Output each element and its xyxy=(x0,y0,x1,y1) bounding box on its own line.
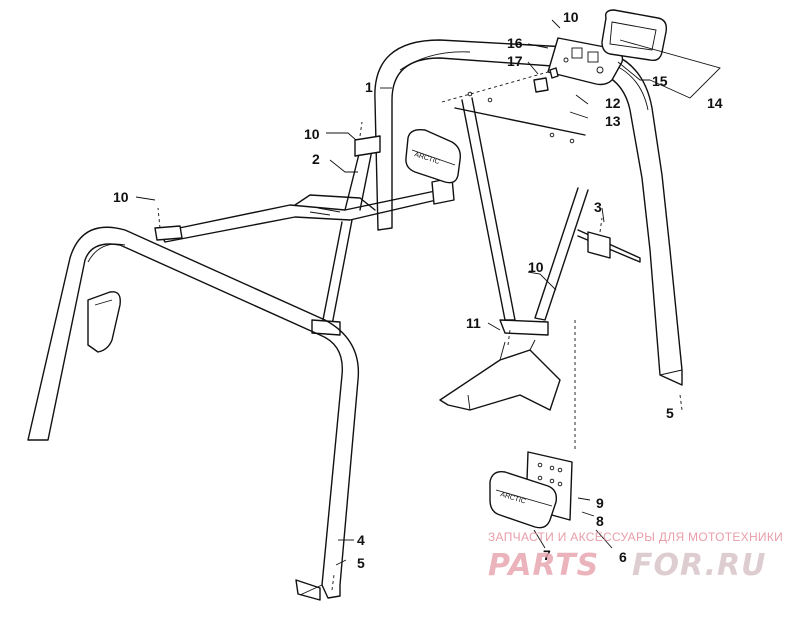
callout-10b: 10 xyxy=(113,189,129,205)
watermark: ЗАПЧАСТИ И АКСЕССУАРЫ ДЛЯ МОТОТЕХНИКИ PA… xyxy=(488,530,783,583)
floor-bracket xyxy=(439,339,561,411)
callout-6: 6 xyxy=(619,549,627,565)
callout-8: 8 xyxy=(596,513,604,529)
rear-roll-bar xyxy=(374,39,683,386)
leader-lines xyxy=(135,19,721,566)
callout-11: 11 xyxy=(466,315,481,331)
callout-14: 14 xyxy=(707,95,723,111)
front-brace xyxy=(154,135,455,336)
callout-3: 3 xyxy=(594,199,602,215)
callout-7: 7 xyxy=(543,547,551,563)
callout-5a: 5 xyxy=(357,555,365,571)
watermark-tagline: ЗАПЧАСТИ И АКСЕССУАРЫ ДЛЯ МОТОТЕХНИКИ xyxy=(488,530,783,544)
callout-5b: 5 xyxy=(666,405,674,421)
callout-10a: 10 xyxy=(304,126,320,142)
guide-lines xyxy=(157,71,683,591)
front-roll-bar xyxy=(27,226,360,601)
callout-4: 4 xyxy=(357,532,365,548)
lower-taillight-assembly: ARCTIC xyxy=(489,451,573,529)
callout-10c: 10 xyxy=(528,259,544,275)
callout-12: 12 xyxy=(605,95,621,111)
callout-15: 15 xyxy=(652,73,668,89)
watermark-logo-right: FOR.RU xyxy=(632,548,767,583)
watermark-logo-left: PARTS xyxy=(488,548,599,583)
callout-9: 9 xyxy=(596,495,604,511)
callout-17: 17 xyxy=(507,53,523,69)
callout-labels: 1 2 3 4 5 5 6 7 8 9 10 10 10 10 11 12 13… xyxy=(113,9,723,571)
taillight-assembly xyxy=(533,9,668,93)
callout-1: 1 xyxy=(365,79,373,95)
callout-2: 2 xyxy=(312,151,320,167)
callout-13: 13 xyxy=(605,113,621,129)
callout-10d: 10 xyxy=(563,9,579,25)
brace-light: ARCTIC xyxy=(405,128,462,184)
callout-16: 16 xyxy=(507,35,523,51)
